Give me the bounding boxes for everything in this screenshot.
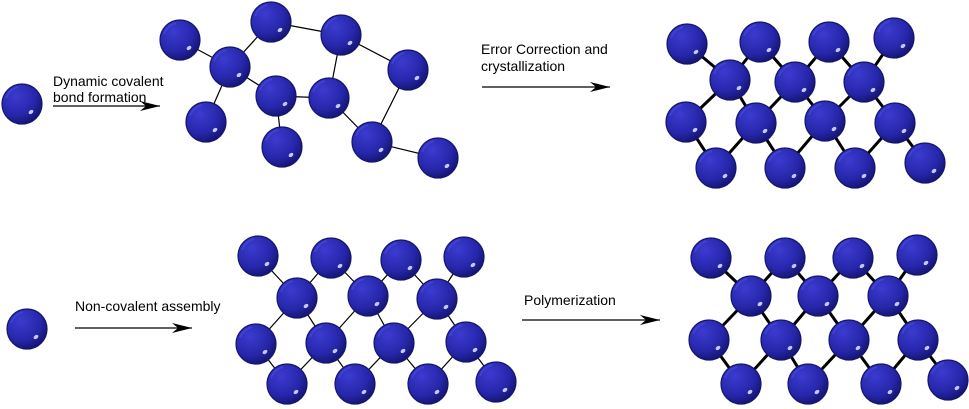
amorphous-network-spheres (159, 1, 459, 179)
label-dynamic-covalent-line2: bond formation (53, 89, 146, 105)
sphere (416, 278, 458, 320)
sphere (730, 275, 772, 317)
sphere (445, 321, 487, 363)
sphere (666, 23, 708, 65)
sphere (804, 100, 846, 142)
sphere (665, 101, 707, 143)
sphere (320, 14, 362, 56)
label-polymerization: Polymerization (524, 292, 616, 308)
sphere (261, 126, 303, 168)
sphere (739, 21, 781, 63)
sphere (387, 49, 429, 91)
sphere (159, 19, 201, 61)
sphere (380, 239, 422, 281)
covalent-crystal-spheres (665, 17, 946, 189)
sphere (764, 237, 806, 279)
sphere (874, 102, 916, 144)
sphere (828, 319, 870, 361)
sphere (443, 236, 485, 278)
sphere (235, 323, 277, 365)
sphere (334, 363, 376, 405)
sphere (305, 322, 347, 364)
sphere (417, 137, 459, 179)
sphere (897, 319, 939, 361)
sphere (688, 319, 730, 361)
monomer-2-spheres (6, 308, 48, 350)
sphere (695, 147, 737, 189)
label-error-correction-line2: crystallization (481, 58, 565, 74)
sphere (927, 359, 969, 401)
sphere (6, 308, 48, 350)
polymerized-lattice-spheres (688, 234, 969, 405)
sphere (904, 142, 946, 184)
sphere (310, 237, 352, 279)
sphere (764, 147, 806, 189)
sphere (373, 322, 415, 364)
sphere (1, 83, 43, 125)
sphere (209, 46, 251, 88)
sphere (266, 363, 308, 405)
sphere (867, 275, 909, 317)
sphere (797, 275, 839, 317)
sphere (185, 101, 227, 143)
sphere (351, 121, 393, 163)
sphere (787, 363, 829, 405)
sphere (255, 75, 297, 117)
monomer-1-spheres (1, 83, 43, 125)
sphere (832, 237, 874, 279)
sphere (808, 21, 850, 63)
sphere (860, 363, 902, 405)
sphere (873, 17, 915, 59)
sphere (760, 319, 802, 361)
noncovalent-lattice-spheres (235, 235, 517, 405)
sphere (250, 1, 292, 43)
label-dynamic-covalent-line1: Dynamic covalent (53, 73, 164, 89)
sphere (308, 77, 350, 119)
sphere (690, 237, 732, 279)
sphere (896, 234, 938, 276)
sphere (407, 363, 449, 405)
sphere (709, 59, 751, 101)
sphere (774, 61, 816, 103)
sphere (843, 61, 885, 103)
label-noncovalent-assembly: Non-covalent assembly (75, 298, 221, 314)
label-error-correction-line1: Error Correction and (481, 41, 608, 57)
sphere (735, 102, 777, 144)
sphere (720, 363, 762, 405)
sphere (347, 275, 389, 317)
sphere (276, 277, 318, 319)
sphere (834, 147, 876, 189)
sphere (475, 361, 517, 403)
sphere (237, 235, 279, 277)
